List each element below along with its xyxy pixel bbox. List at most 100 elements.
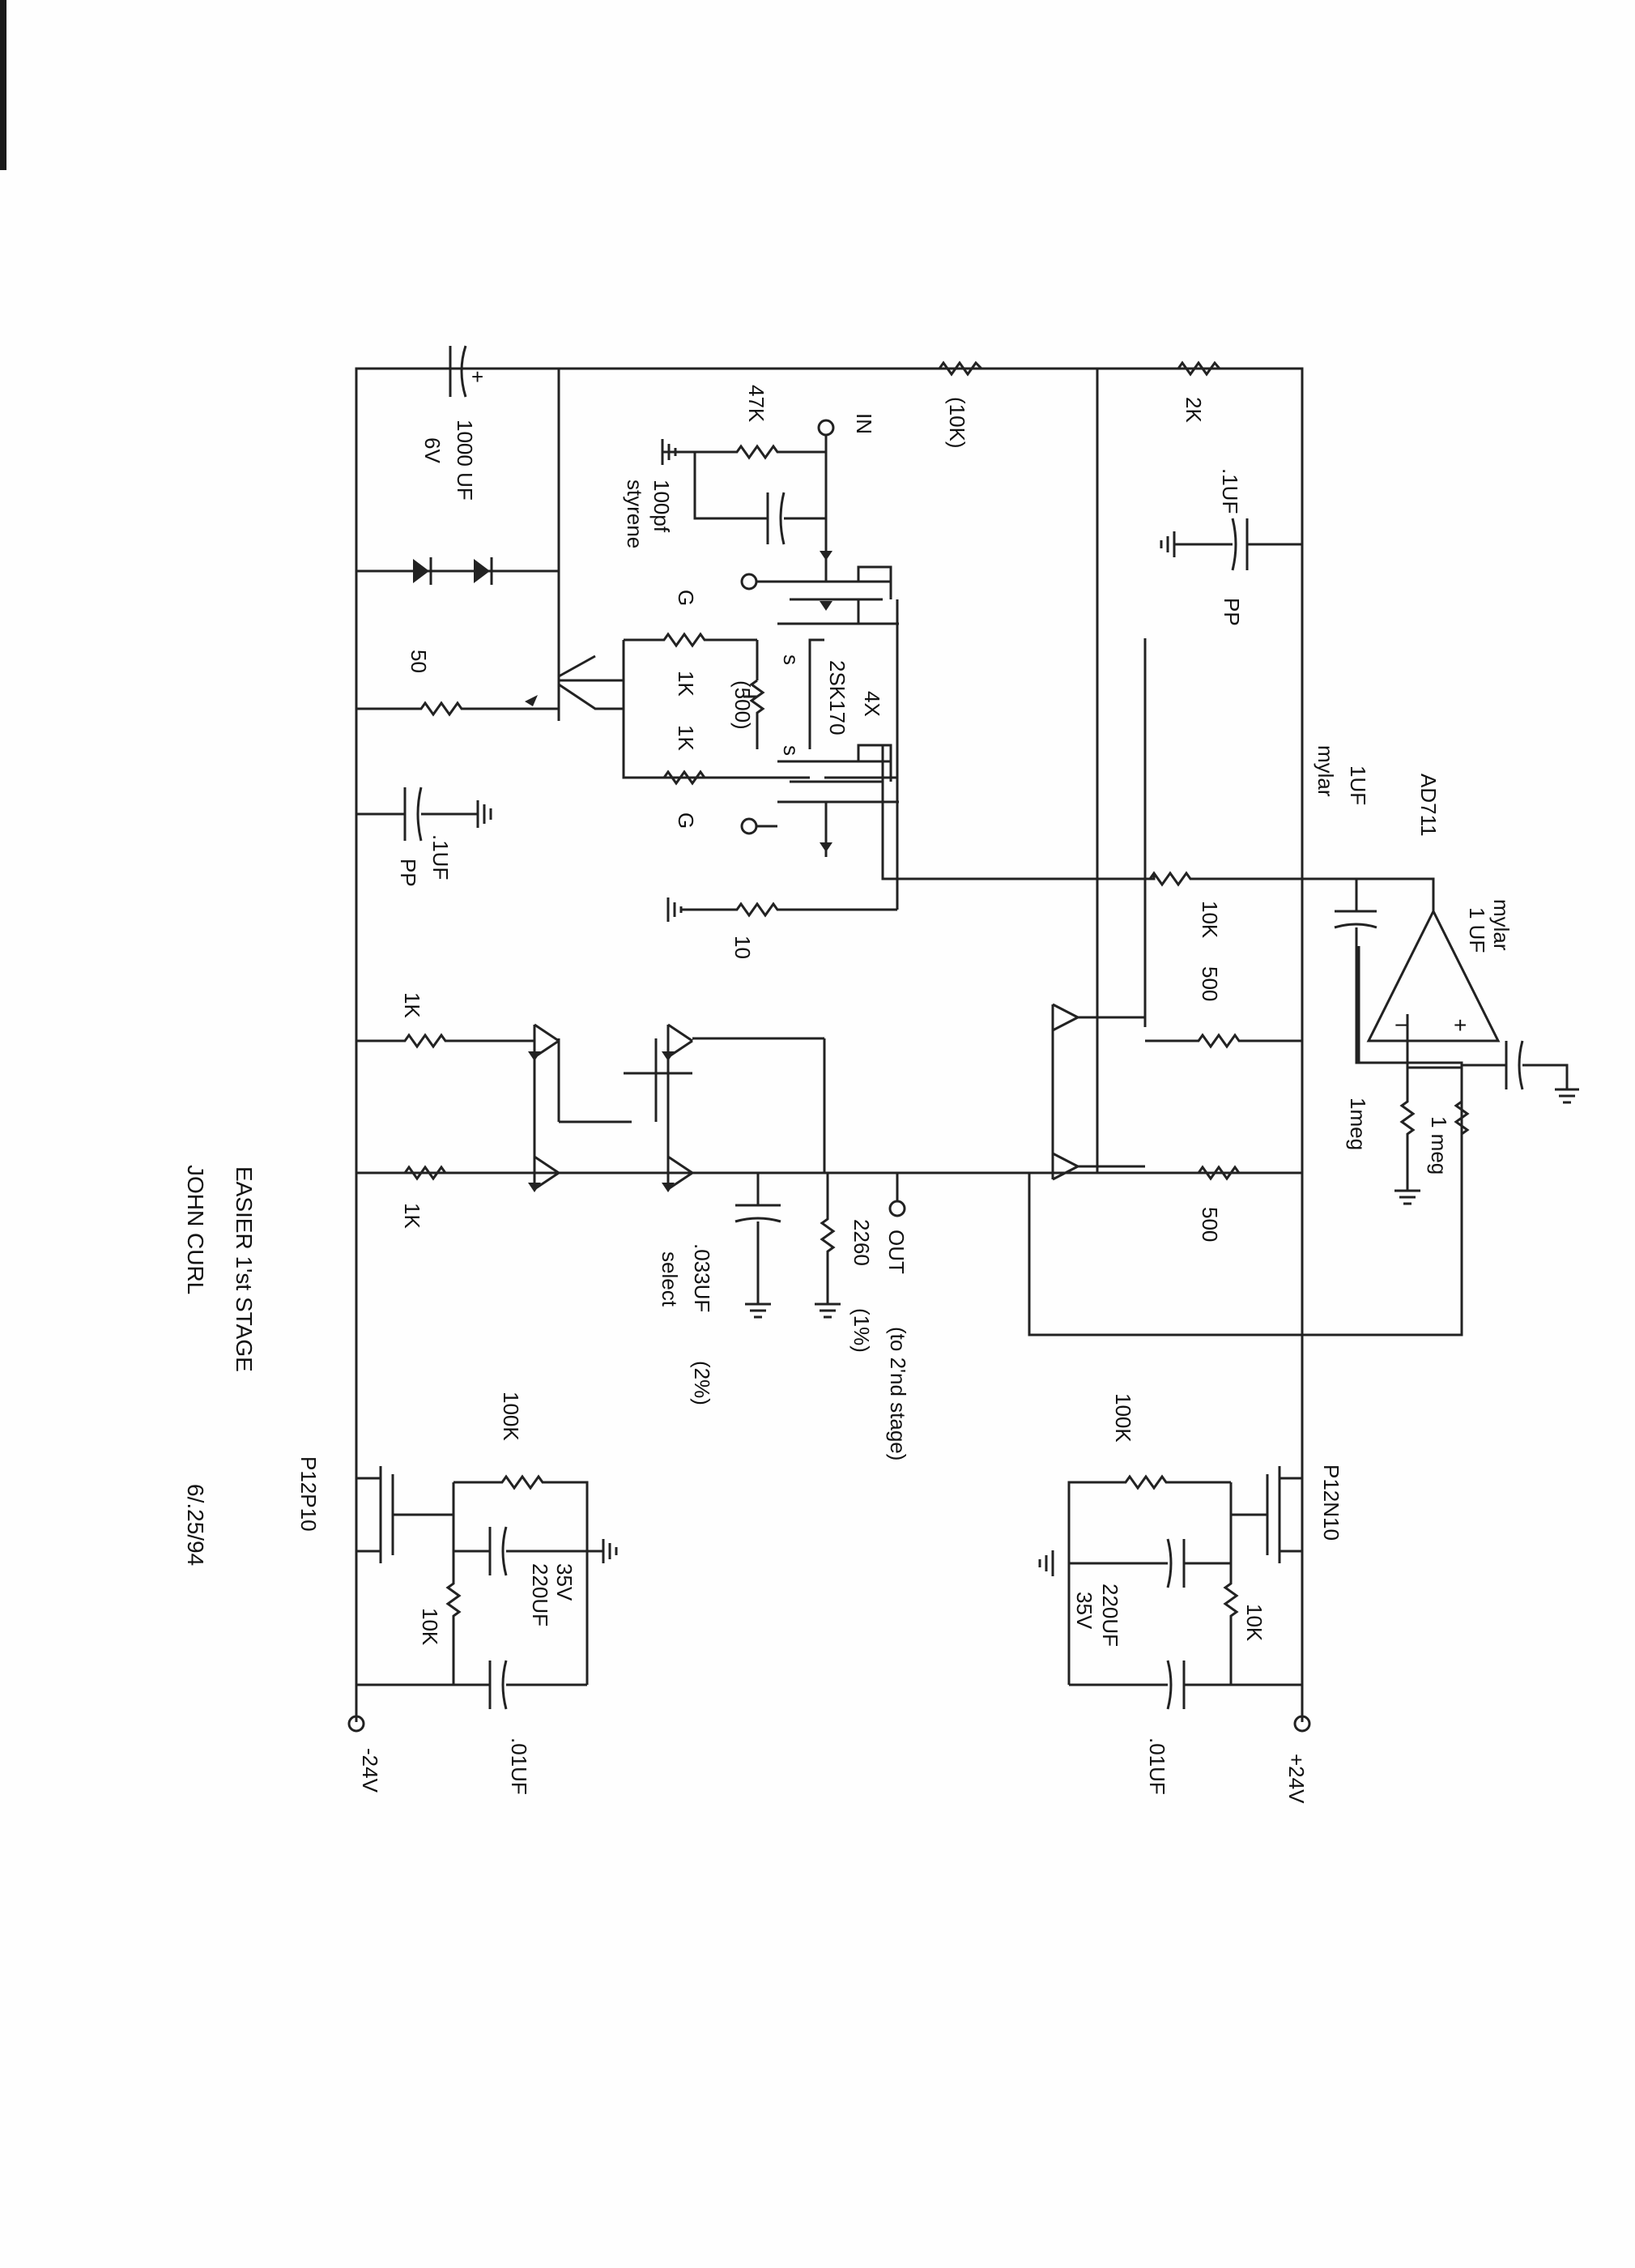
- resistor-1k-gate-a: [624, 632, 757, 648]
- title: EASIER 1'st STAGE: [232, 1166, 257, 1372]
- label-out: OUT: [884, 1230, 909, 1274]
- resistor-2260: [815, 1173, 841, 1319]
- label-g-bottom: G: [674, 812, 698, 829]
- label-res-2260: 2260: [849, 1219, 874, 1266]
- label-cap-1uf-b: 1 UF: [1465, 907, 1489, 953]
- output-node: [888, 1173, 906, 1217]
- resistor-100k-right: [1067, 1474, 1231, 1685]
- label-s-b: s: [779, 745, 803, 756]
- transistor-network: [528, 1003, 1079, 1192]
- label-res-500-a: 500: [1198, 966, 1222, 1001]
- resistor-1k-gate-b: [624, 770, 757, 786]
- capacitor-100pf: [693, 452, 826, 545]
- label-res-1k-left-a: 1K: [400, 992, 424, 1018]
- label-jfet-part: 2SK170: [825, 660, 849, 735]
- resistor-10k-mid: [1148, 871, 1302, 887]
- label-cap-01uf-top: .1UF: [1218, 468, 1242, 514]
- label-out-note: (to 2'nd stage): [886, 1327, 910, 1460]
- label-cap-01uf-left: .01UF: [507, 1737, 531, 1795]
- jfet-quad-top: [740, 526, 899, 625]
- label-cap-100pf-type: styrene: [623, 480, 647, 548]
- label-res-1k-a: 1K: [674, 671, 698, 697]
- label-res-50: 50: [407, 650, 431, 673]
- label-cap-220uf-right: 220UF: [1098, 1584, 1122, 1647]
- label-cap-220uf-left-v: 35V: [552, 1563, 577, 1601]
- date: 6/.25/94: [183, 1484, 208, 1566]
- resistor-1k-left-b: [356, 1165, 534, 1181]
- label-cap-033uf-tol: (2%): [690, 1361, 714, 1405]
- label-mosfet-p: P12P10: [296, 1456, 321, 1532]
- mosfet-p12n10: [1231, 1458, 1304, 1722]
- label-cap-01uf-bottom: .1UF: [428, 834, 453, 880]
- label-res-100k-right: 100K: [1111, 1393, 1135, 1443]
- input-node: [817, 419, 835, 526]
- resistor-100k-left: [453, 1474, 589, 1685]
- resistor-10: [666, 897, 826, 922]
- label-res-10k-right: 10K: [1242, 1604, 1267, 1642]
- capacitor-01uf-pp-bottom: [356, 787, 492, 842]
- label-res-2k: 2K: [1182, 397, 1206, 423]
- label-mosfet-n: P12N10: [1319, 1464, 1343, 1541]
- label-res-10k-top: (10K): [945, 397, 969, 449]
- label-s-a: s: [779, 654, 803, 665]
- jfet-quad-bottom: [740, 744, 899, 857]
- label-cap-033uf-note: select: [658, 1251, 682, 1307]
- capacitor-033uf: [734, 1173, 781, 1319]
- label-res-1meg-a: 1meg: [1346, 1098, 1370, 1150]
- label-rail-neg: -24V: [358, 1748, 382, 1793]
- label-res-10k-mid: 10K: [1198, 901, 1222, 939]
- opamp-ad711: − +: [1302, 877, 1501, 1042]
- label-res-10k-left: 10K: [418, 1608, 442, 1646]
- label-cap-033uf: .033UF: [690, 1243, 714, 1312]
- resistor-2k: [1177, 360, 1221, 377]
- label-cap-1uf-a: 1UF: [1346, 765, 1370, 805]
- resistor-47k: [661, 439, 826, 465]
- label-jfet-qty: 4X: [860, 691, 884, 717]
- label-in: IN: [852, 413, 876, 434]
- label-res-10: 10: [730, 936, 755, 959]
- label-res-2260-tol: (1%): [849, 1308, 874, 1353]
- author: JOHN CURL: [183, 1165, 208, 1294]
- label-res-100k-left: 100K: [499, 1392, 523, 1441]
- capacitor-01uf-pp-top: [1160, 518, 1302, 571]
- label-cap-220uf-left: 220UF: [528, 1563, 552, 1626]
- terminal-neg: [347, 1715, 365, 1733]
- mosfet-p12p10: [355, 1458, 453, 1722]
- label-res-1k-b: 1K: [674, 725, 698, 751]
- label-cap-1000uf: 1000 UF: [453, 420, 477, 501]
- label-res-500-b: 500: [1198, 1207, 1222, 1242]
- capacitor-1uf-mylar-b: [1462, 1040, 1579, 1104]
- opamp-plus: +: [1454, 1013, 1467, 1038]
- label-pp-top: PP: [1220, 598, 1244, 626]
- resistor-500-a: [1145, 1033, 1302, 1049]
- label-cap-100pf: 100pf: [649, 480, 674, 533]
- resistor-500-b: [1145, 1165, 1302, 1181]
- resistor-50: [356, 701, 559, 717]
- label-res-1k-left-b: 1K: [400, 1203, 424, 1229]
- label-res-1meg-b: 1 meg: [1427, 1116, 1451, 1174]
- label-opamp: AD711: [1416, 774, 1441, 837]
- capacitor-1000uf: +: [356, 345, 483, 398]
- label-cap-220uf-right-v: 35V: [1072, 1592, 1096, 1630]
- label-rail-pos: +24V: [1284, 1754, 1309, 1804]
- label-mylar-a: mylar: [1314, 745, 1338, 797]
- label-res-47k: 47K: [744, 385, 769, 423]
- capacitor-220uf-left: [452, 1482, 618, 1576]
- pot-500: [743, 640, 765, 749]
- label-g-top: G: [674, 590, 698, 606]
- capacitor-1uf-mylar-a: [1334, 879, 1407, 1064]
- label-cap-01uf-right: .01UF: [1145, 1737, 1169, 1795]
- opamp-minus: −: [1394, 1013, 1407, 1038]
- capacitor-01uf-left: [356, 1660, 587, 1710]
- polarity-plus: +: [471, 364, 483, 389]
- label-pp-bottom: PP: [396, 859, 420, 887]
- terminal-pos: [1293, 1715, 1311, 1733]
- resistor-10k-right: [1223, 1563, 1239, 1685]
- resistor-10k-left: [445, 1551, 462, 1685]
- transistor-bias: [525, 632, 624, 721]
- resistor-10k-top: [938, 360, 983, 377]
- resistor-1k-left-a: [356, 1033, 534, 1049]
- capacitor-01uf-right: [1069, 1660, 1302, 1710]
- label-mylar-b: mylar: [1489, 899, 1514, 951]
